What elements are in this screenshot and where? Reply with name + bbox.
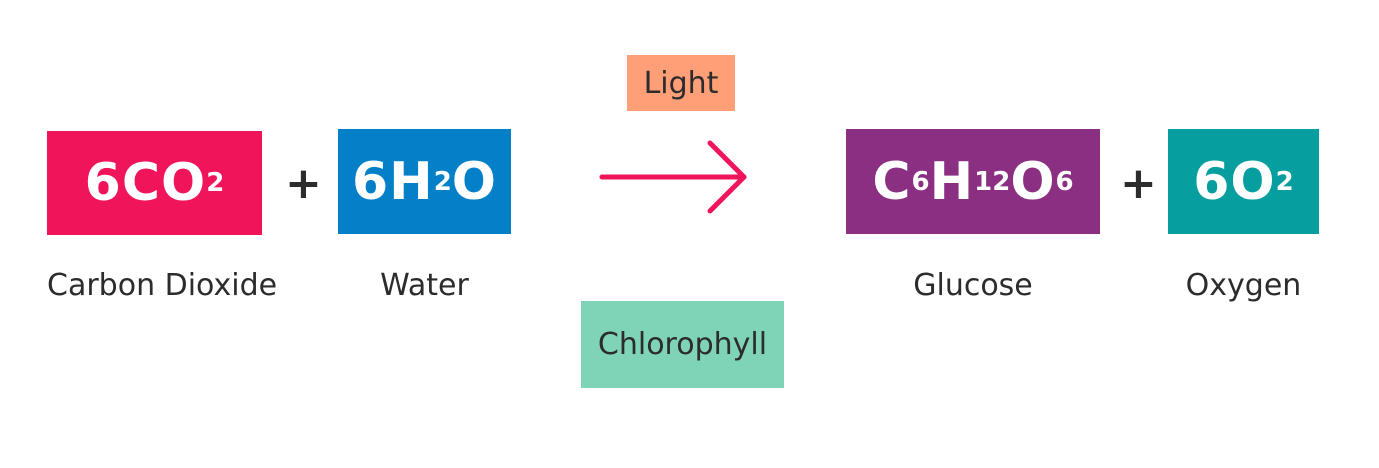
glucose-label: Glucose [913, 268, 1033, 303]
glucose-formula-part: H [929, 151, 975, 212]
h2o-formula-part: O [451, 151, 497, 212]
water-label: Water [380, 268, 469, 303]
carbon-dioxide-label: Carbon Dioxide [47, 268, 278, 303]
chlorophyll-condition: Chlorophyll [581, 301, 784, 388]
co2-formula: 6CO [84, 153, 207, 213]
oxygen-label: Oxygen [1185, 268, 1302, 303]
h2o-formula-part: 6H [351, 151, 434, 212]
glucose-formula-part: C [872, 151, 912, 212]
glucose-formula-part: O [1010, 151, 1056, 212]
light-condition: Light [627, 55, 735, 111]
plus-sign: + [285, 158, 322, 209]
plus-sign: + [1120, 158, 1157, 209]
o2-formula: 6O [1193, 151, 1276, 212]
reaction-arrow-icon [599, 140, 747, 214]
